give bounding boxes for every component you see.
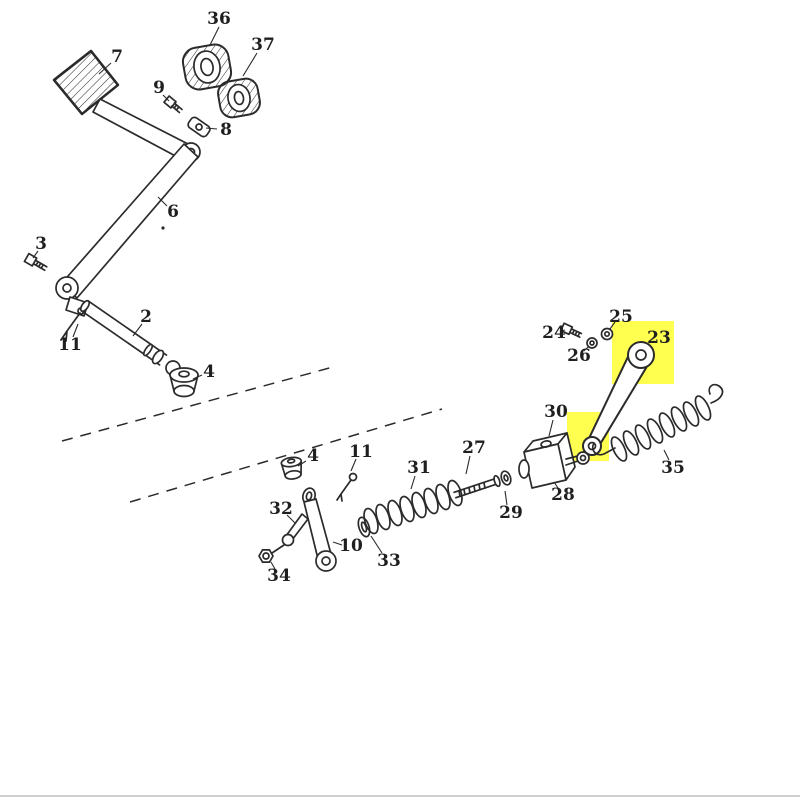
part-label-31[interactable]: 31: [407, 458, 431, 490]
part-number-text: 32: [269, 499, 293, 519]
bellcrank-assembly-drawing: [258, 456, 371, 572]
grommet-36-icon: [181, 43, 233, 91]
part-number-text: 36: [207, 9, 231, 29]
part-number-text: 27: [462, 438, 486, 458]
leader-line: [72, 323, 79, 338]
part-label-36[interactable]: 36: [207, 9, 231, 46]
part-label-34[interactable]: 34: [267, 561, 291, 586]
part-label-10[interactable]: 10: [332, 536, 363, 556]
part-label-4[interactable]: 4: [297, 446, 319, 467]
leader-line: [32, 250, 39, 259]
part-label-6[interactable]: 6: [157, 196, 179, 222]
grommet-37-icon: [217, 77, 261, 119]
grommets-drawing: [181, 43, 261, 119]
part-number-text: 24: [542, 323, 566, 343]
spring-31-icon: [363, 479, 463, 535]
pedal-assembly-drawing: [23, 49, 211, 398]
trunnion-28-icon: [518, 432, 590, 489]
leader-line: [663, 449, 670, 461]
part-label-33[interactable]: 33: [370, 535, 401, 571]
separator-dashed-lines: [61, 366, 443, 503]
part-number-text: 31: [407, 458, 431, 478]
part-label-4[interactable]: 4: [192, 362, 215, 382]
part-number-text: 4: [307, 446, 319, 466]
part-number-text: 9: [153, 78, 165, 98]
part-number-text: 29: [499, 503, 523, 523]
spring-rod-assembly-drawing: [363, 432, 590, 535]
part-label-11[interactable]: 11: [58, 323, 82, 355]
part-number-text: 4: [203, 362, 215, 382]
leader-line: [332, 541, 343, 546]
leader-line: [560, 329, 566, 332]
leader-line: [465, 455, 471, 475]
part-number-text: 30: [544, 402, 568, 422]
leader-line: [553, 481, 559, 489]
return-spring-35-drawing: [591, 383, 724, 462]
lever-fasteners-drawing: [559, 322, 614, 349]
part-number-text: 35: [661, 458, 685, 478]
part-number-text: 7: [111, 47, 123, 67]
leader-line: [548, 419, 554, 437]
part-number-text: 23: [647, 328, 671, 348]
leader-line: [286, 514, 296, 524]
leader-line: [98, 62, 112, 75]
part-label-9[interactable]: 9: [153, 78, 170, 102]
bushing-4b-icon: [280, 456, 303, 480]
part-label-26[interactable]: 26: [567, 345, 591, 366]
part-number-text: 28: [551, 485, 575, 505]
part-label-23[interactable]: 23: [647, 328, 671, 348]
part-number-text: 25: [609, 307, 633, 327]
part-label-28[interactable]: 28: [551, 481, 575, 505]
part-label-3[interactable]: 3: [32, 234, 47, 259]
leader-line: [157, 196, 168, 207]
part-label-25[interactable]: 25: [609, 307, 633, 330]
leader-line: [209, 26, 220, 46]
leader-line: [504, 490, 508, 506]
leader-line: [609, 321, 616, 330]
part-label-27[interactable]: 27: [462, 438, 486, 475]
leader-line: [410, 475, 416, 490]
leader-line: [132, 323, 143, 337]
part-number-text: 2: [140, 307, 152, 327]
part-label-29[interactable]: 29: [499, 490, 523, 523]
part-number-text: 26: [567, 346, 591, 366]
part-label-32[interactable]: 32: [269, 499, 296, 524]
part-number-text: 33: [377, 551, 401, 571]
washer-26-icon: [586, 337, 598, 349]
part-label-7[interactable]: 7: [98, 47, 123, 75]
part-number-text: 11: [349, 442, 373, 462]
washer-25-icon: [600, 327, 614, 341]
leader-line: [583, 345, 590, 352]
leader-line: [297, 460, 307, 467]
part-number-text: 6: [167, 202, 179, 222]
part-number-text: 34: [267, 566, 291, 586]
leader-line: [205, 127, 218, 130]
part-label-30[interactable]: 30: [544, 402, 568, 437]
bolt-24-icon: [559, 322, 583, 339]
part-number-text: 3: [35, 234, 47, 254]
part-label-11[interactable]: 11: [349, 442, 373, 472]
leader-line: [242, 52, 258, 77]
part-label-8[interactable]: 8: [205, 120, 232, 140]
part-label-2[interactable]: 2: [132, 307, 152, 337]
part-label-35[interactable]: 35: [661, 449, 685, 478]
bolt-3-icon: [23, 252, 48, 272]
part-label-24[interactable]: 24: [542, 323, 566, 343]
leader-line: [192, 374, 203, 380]
part-number-text: 11: [58, 335, 82, 355]
plate-8-icon: [187, 116, 211, 138]
part-number-text: 8: [220, 120, 232, 140]
leader-line: [370, 535, 383, 554]
leader-line: [162, 94, 170, 102]
bushing-4-icon: [169, 367, 199, 398]
part-number-text: 37: [251, 35, 275, 55]
leader-line: [350, 458, 357, 472]
leader-line: [270, 561, 276, 570]
washer-29-icon: [500, 470, 512, 486]
part-number-text: 10: [339, 536, 363, 556]
part-label-37[interactable]: 37: [242, 35, 275, 77]
